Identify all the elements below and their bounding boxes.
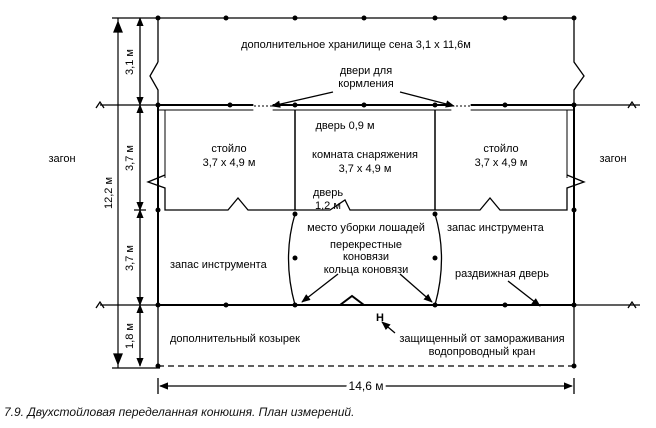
paddock-right-label: загон bbox=[599, 153, 626, 165]
hydrant-label-1: защищенный от замораживания bbox=[399, 333, 564, 345]
grooming-label: место уборки лошадей bbox=[307, 222, 425, 234]
figure-caption: 7.9. Двухстойловая переделанная конюшня.… bbox=[4, 405, 354, 419]
door-12-label-2: 1,2 м bbox=[315, 200, 341, 212]
posts bbox=[155, 15, 577, 369]
tools-right-label: запас инструмента bbox=[447, 222, 545, 234]
caption-number: 7.9. bbox=[4, 405, 25, 419]
stall-right-label-1: стойло bbox=[483, 143, 518, 155]
fence-upper bbox=[95, 100, 640, 109]
stall-right-label-2: 3,7 x 4,9 м bbox=[475, 157, 528, 169]
grooming-bay-left bbox=[287, 213, 296, 306]
dim-12-2-label: 12,2 м bbox=[103, 177, 115, 209]
dim-3-1-label: 3,1 м bbox=[124, 49, 136, 75]
paddock-left-label: загон bbox=[48, 153, 75, 165]
tack-room-label-1: комната снаряжения bbox=[312, 149, 418, 161]
tie-rings-label: кольца коновязи bbox=[324, 264, 409, 276]
overhang-label: дополнительный козырек bbox=[170, 333, 300, 345]
stall-front-wall bbox=[146, 174, 295, 211]
hay-storage-label: дополнительное хранилище сена 3,1 x 11,6… bbox=[241, 39, 471, 51]
feed-doors-label-1: двери для bbox=[340, 65, 392, 77]
feed-door-right bbox=[451, 101, 471, 113]
tack-room-label-2: 3,7 x 4,9 м bbox=[339, 163, 392, 175]
dim-3-7a-label: 3,7 м bbox=[124, 145, 136, 171]
cross-ties-label-2: коновязи bbox=[343, 251, 389, 263]
sliding-door-label: раздвижная дверь bbox=[455, 268, 549, 280]
feed-door-left bbox=[253, 101, 273, 113]
door-12-label-1: дверь bbox=[313, 187, 343, 199]
barn-floor-plan: дополнительное хранилище сена 3,1 x 11,6… bbox=[48, 15, 640, 396]
stall-left-label-1: стойло bbox=[211, 143, 246, 155]
dim-14-6-label: 14,6 м bbox=[349, 379, 384, 393]
tools-left-label: запас инструмента bbox=[170, 259, 268, 271]
hydrant-letter: Н bbox=[376, 312, 384, 324]
hay-storage-outline bbox=[157, 17, 585, 105]
hay-storage-left-break bbox=[149, 61, 159, 105]
hydrant-label-2: водопроводный кран bbox=[429, 346, 536, 358]
feed-doors-label-2: кормления bbox=[338, 78, 393, 90]
dim-1-8-label: 1,8 м bbox=[124, 323, 136, 349]
cross-ties-label-1: перекрестные bbox=[330, 239, 402, 251]
door-09-label: дверь 0,9 м bbox=[315, 120, 374, 132]
grooming-bay-right bbox=[434, 213, 443, 306]
caption-text: Двухстойловая переделанная конюшня. План… bbox=[27, 405, 355, 419]
stall-left-label-2: 3,7 x 4,9 м bbox=[203, 157, 256, 169]
dim-3-7b-label: 3,7 м bbox=[124, 245, 136, 271]
fence-lower bbox=[95, 300, 640, 309]
